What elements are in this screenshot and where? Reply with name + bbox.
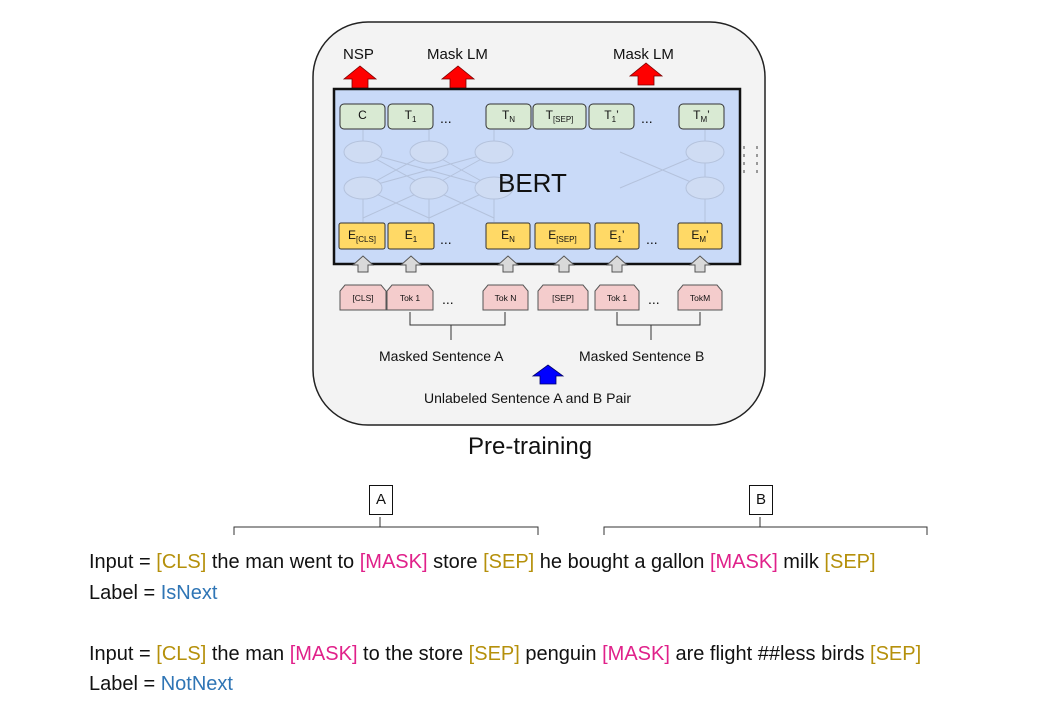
example-2-input: Input = [CLS] the man [MASK] to the stor… [89,643,922,665]
output-token-box [339,103,386,130]
embedding-box [677,222,723,250]
input-token-shapes [339,284,723,311]
output-token-t1: T1 [404,108,417,125]
embedding-box [594,222,640,250]
output-token-tsep: T[SEP] [545,108,574,125]
segment-b-box: B [749,485,773,515]
input-token-tok1: Tok 1 [399,293,421,303]
output-token-box [387,103,434,130]
embedding-sep: E[SEP] [548,228,577,245]
input-token-tokm: TokM [689,293,711,303]
sentence-a-bracket [409,312,506,340]
embedding-box [534,222,591,250]
input-token-tok1-b: Tok 1 [606,293,628,303]
sentence-b-bracket [616,312,701,340]
output-token-box [678,103,725,130]
embedding-ellipsis: ... [646,231,658,247]
output-token-box [588,103,635,130]
input-token-cls: [CLS] [352,293,374,303]
input-ellipsis: ... [648,291,660,307]
embedding-box [387,222,435,250]
mask-lm-label-left: Mask LM [427,46,488,63]
bert-label: BERT [498,168,567,198]
masked-sentence-b-label: Masked Sentence B [579,348,705,364]
example-2-label: Label = NotNext [89,673,233,695]
input-ellipsis: ... [442,291,454,307]
output-token-box [532,103,587,130]
embedding-e1: E1 [404,228,418,245]
segment-b-bracket [603,517,928,535]
nsp-arrow [342,65,378,89]
example-1-input: Input = [CLS] the man went to [MASK] sto… [89,551,876,573]
mask-lm-arrow-right [628,62,664,86]
segment-a-box: A [369,485,393,515]
transformer-layers [343,130,725,222]
output-ellipsis: ... [641,110,653,126]
output-token-t1-prime: T1’ [604,108,619,125]
unlabeled-pair-label: Unlabeled Sentence A and B Pair [424,390,632,406]
embedding-ellipsis: ... [440,231,452,247]
pretraining-title: Pre-training [468,433,593,460]
segment-a-bracket [233,517,539,535]
example-1-label: Label = IsNext [89,582,218,604]
output-token-box [485,103,532,130]
embedding-e1-prime: E1’ [609,228,625,245]
embedding-box [485,222,531,250]
dotted-continuation [743,146,758,178]
input-arrows [351,255,712,273]
input-token-sep: [SEP] [552,293,574,303]
output-token-tn: TN [501,108,516,125]
embedding-cls: E[CLS] [347,228,377,245]
input-token-tokn: Tok N [494,293,517,303]
masked-sentence-a-label: Masked Sentence A [379,348,504,364]
output-token-tm-prime: TM’ [693,108,710,125]
mask-lm-label-right: Mask LM [613,46,674,63]
nsp-label: NSP [343,46,374,63]
pair-input-arrow [531,364,565,385]
output-ellipsis: ... [440,110,452,126]
mask-lm-arrow-left [440,65,476,89]
embedding-box [338,222,386,250]
embedding-em-prime: EM’ [691,228,709,245]
embedding-en: EN [501,228,515,245]
output-token-c: C [358,108,367,122]
